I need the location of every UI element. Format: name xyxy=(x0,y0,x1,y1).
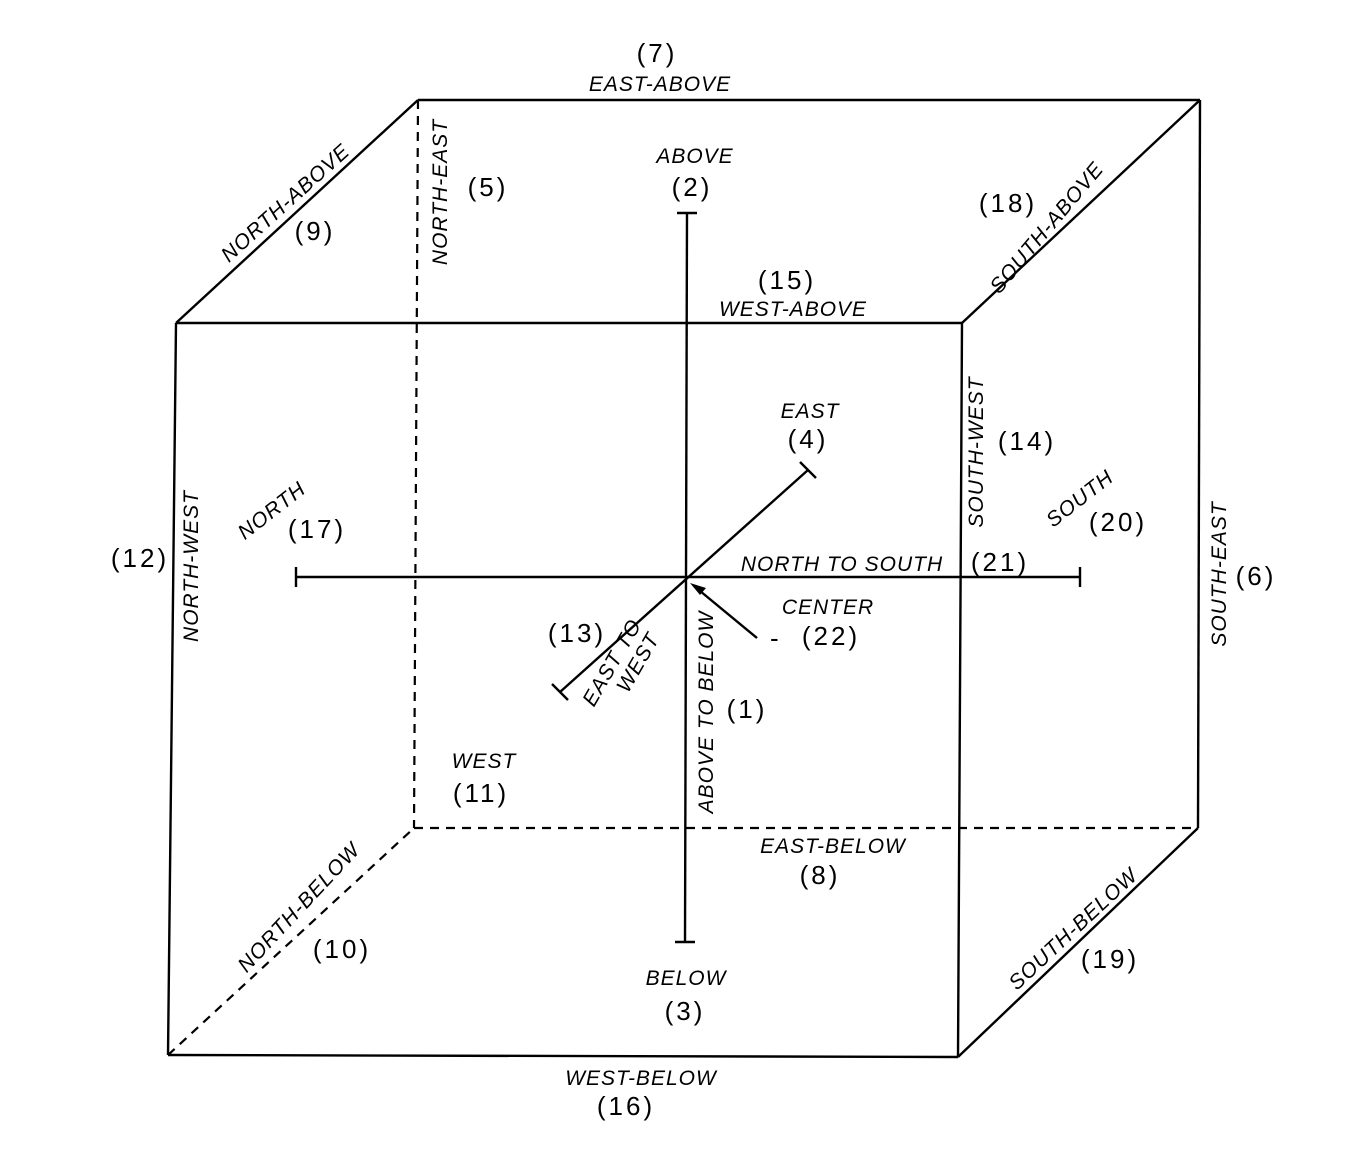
number-north-to-south: (21) xyxy=(971,547,1029,577)
number-south-west: (14) xyxy=(998,426,1056,456)
number-south-east: (6) xyxy=(1236,561,1277,591)
label-north-to-south: NORTH TO SOUTH xyxy=(741,553,943,576)
label-east-above: EAST-ABOVE xyxy=(589,73,731,96)
number-south-above: (18) xyxy=(979,188,1037,218)
label-south-west: SOUTH-WEST xyxy=(965,375,988,527)
number-south-below: (19) xyxy=(1081,944,1139,974)
label-north-east: NORTH-EAST xyxy=(429,118,452,265)
label-west: WEST xyxy=(452,750,518,773)
number-north-east: (5) xyxy=(468,172,509,202)
label-south-below: SOUTH-BELOW xyxy=(1005,863,1144,995)
label-west-above: WEST-ABOVE xyxy=(719,298,867,321)
number-east-below: (8) xyxy=(800,860,841,890)
edge-bottom-right xyxy=(957,827,1199,1058)
label-east-below: EAST-BELOW xyxy=(760,835,907,858)
number-above-to-below: (1) xyxy=(727,694,768,724)
number-west-above: (15) xyxy=(758,265,816,295)
number-east-above: (7) xyxy=(637,38,678,68)
number-west-below: (16) xyxy=(597,1091,655,1121)
cap-west xyxy=(551,683,569,701)
label-north-above: NORTH-ABOVE xyxy=(217,140,355,267)
number-south: (20) xyxy=(1089,507,1147,537)
edge-top-left xyxy=(175,99,419,324)
label-east: EAST xyxy=(781,400,841,423)
number-east-to-west: (13) xyxy=(548,618,606,648)
center-pointer-arrowhead xyxy=(690,583,706,595)
number-east: (4) xyxy=(788,424,829,454)
number-center: (22) xyxy=(802,621,860,651)
edge-bottom-front xyxy=(167,1053,959,1059)
number-north-above: (9) xyxy=(295,216,336,246)
label-south-above: SOUTH-ABOVE xyxy=(986,158,1109,298)
label-center: CENTER xyxy=(782,596,874,619)
label-north-west: NORTH-WEST xyxy=(180,489,203,642)
label-above-to-below: ABOVE TO BELOW xyxy=(695,609,718,815)
edge-back-left-vertical xyxy=(412,99,420,829)
number-north-below: (10) xyxy=(313,934,371,964)
label-above: ABOVE xyxy=(654,145,733,168)
axis-east-to-west xyxy=(559,469,809,693)
label-west-below: WEST-BELOW xyxy=(565,1067,718,1090)
number-below: (3) xyxy=(665,996,706,1026)
number-north: (17) xyxy=(288,514,346,544)
edge-back-right-vertical xyxy=(1196,99,1202,829)
number-above: (2) xyxy=(672,172,713,202)
edge-bottom-left xyxy=(167,827,415,1056)
center-dash-mark: - xyxy=(770,623,782,653)
label-south-east: SOUTH-EAST xyxy=(1208,500,1231,647)
edge-top-right xyxy=(961,99,1201,324)
number-west: (11) xyxy=(453,778,509,808)
number-north-west: (12) xyxy=(111,543,169,573)
center-pointer-line xyxy=(693,585,758,639)
edge-front-right-vertical xyxy=(956,322,964,1058)
cap-east xyxy=(799,461,817,479)
label-below: BELOW xyxy=(646,967,728,990)
edge-front-left-vertical xyxy=(166,322,178,1056)
